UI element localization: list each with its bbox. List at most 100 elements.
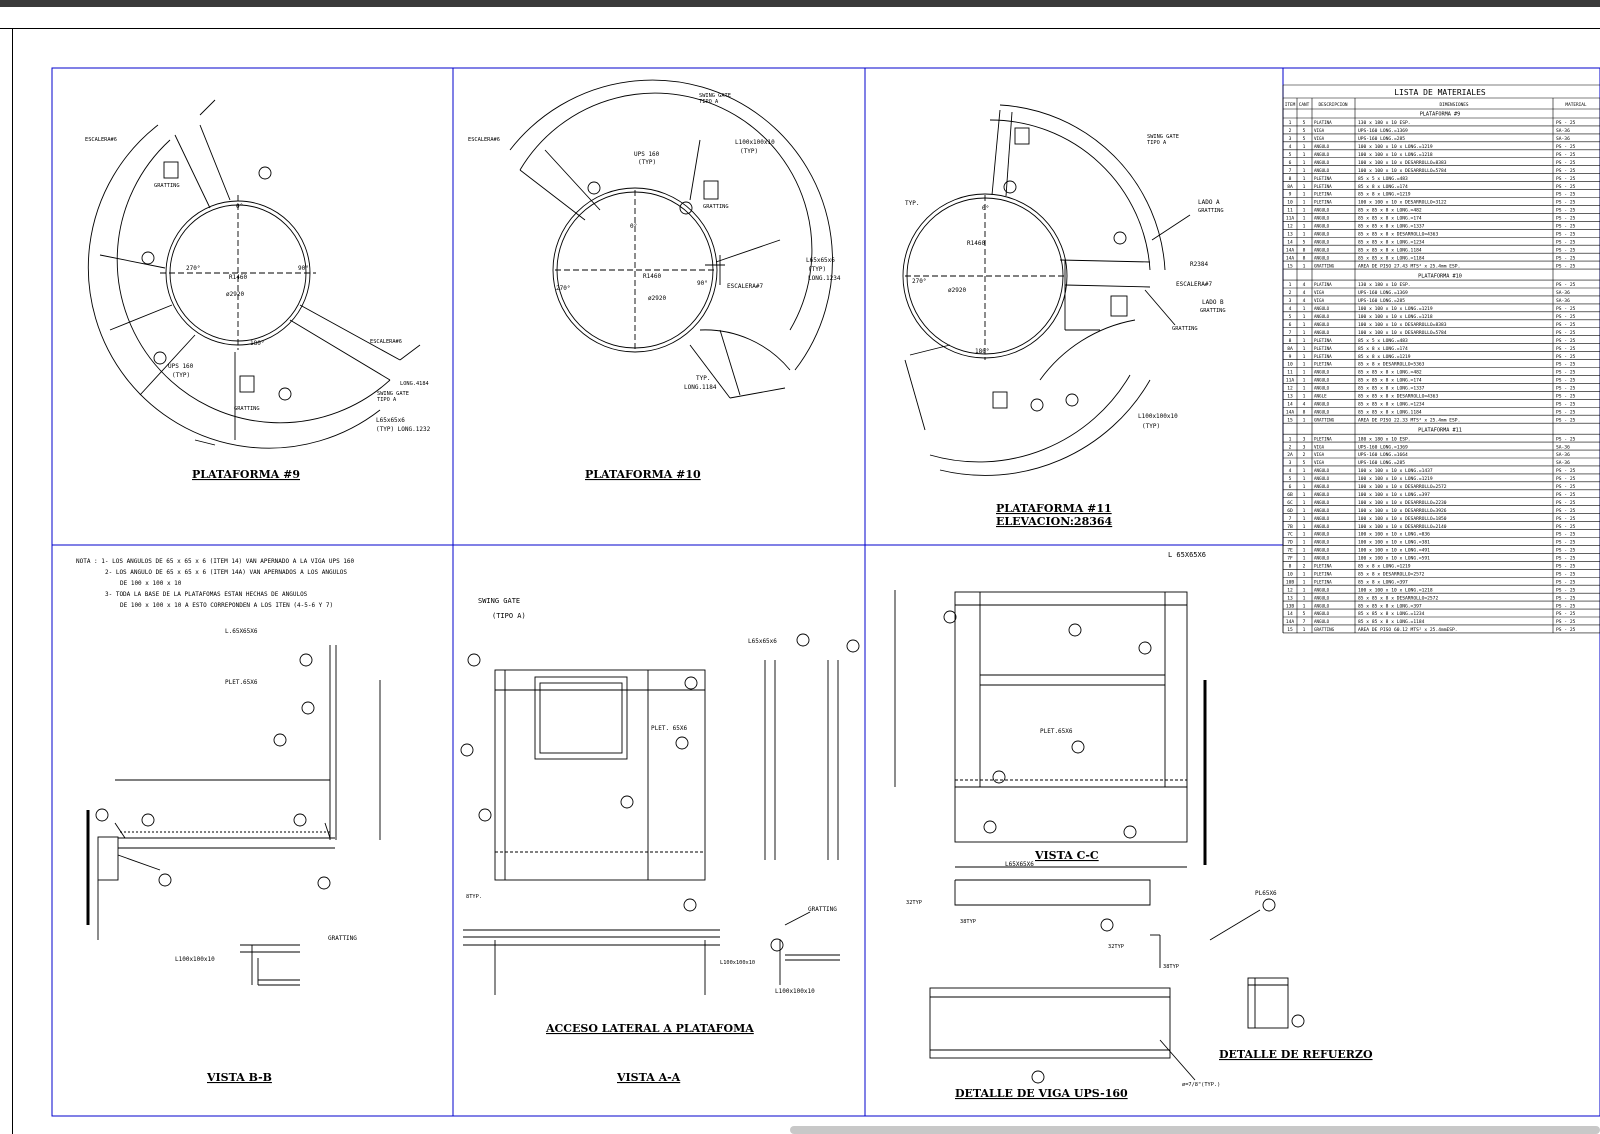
bom-cell-material: PS - 25: [1556, 192, 1576, 198]
bom-cell-item: 10: [1287, 200, 1293, 206]
bom-cell-material: PS - 25: [1556, 152, 1576, 158]
bom-cell-dim: 85 x 8 x LONG.=1219: [1358, 192, 1411, 198]
bom-cell-material: PS - 25: [1556, 176, 1576, 182]
bom-cell-item: 11A: [1286, 378, 1295, 384]
view-detalle-viga: [929, 879, 1196, 1084]
bom-cell-cant: 8: [1303, 409, 1306, 415]
bom-header-dim: DIMENSIONES: [1439, 102, 1468, 108]
cc-l65-label: L 65X65X6: [1168, 551, 1206, 559]
bom-cell-material: PS - 25: [1556, 401, 1576, 407]
canvas-left-border: [12, 28, 13, 1134]
view-vista-cc: [894, 590, 1207, 868]
bom-cell-dim: 85 x 85 x 8 x LONG.=1234: [1358, 239, 1425, 245]
bom-cell-desc: ANGULO: [1314, 330, 1330, 335]
bom-cell-dim: 100 x 100 x 10 x LONG.=836: [1358, 532, 1430, 538]
bom-cell-material: PS - 25: [1556, 255, 1576, 261]
vaa-title: VISTA A-A: [616, 1071, 681, 1084]
bom-cell-cant: 2: [1303, 452, 1306, 458]
bom-cell-dim: 85 x 85 x 8 x LONG.=1337: [1358, 224, 1425, 230]
bom-cell-dim: AREA DE PISO 27.43 MTS² x 25.4mm ESP.: [1358, 263, 1460, 269]
bom-cell-item: 2: [1289, 128, 1292, 134]
bom-cell-item: 11: [1287, 208, 1293, 214]
bom-cell-dim: 85 x 8 x LONG.=397: [1358, 579, 1408, 585]
bom-cell-dim: 85 x 5 x LONG.=483: [1358, 338, 1408, 344]
bom-cell-desc: PLETINA: [1314, 184, 1332, 189]
bom-cell-item: 8: [1289, 564, 1292, 570]
bom-cell-item: 8: [1289, 176, 1292, 182]
bom-cell-material: PS - 25: [1556, 611, 1576, 617]
p11-escalera-label: ESCALERA#7: [1176, 281, 1213, 288]
bom-cell-cant: 5: [1303, 128, 1306, 134]
bom-header-item: ITEM: [1285, 102, 1296, 108]
bom-cell-desc: VIGA: [1314, 136, 1325, 141]
p10-grating-label: GRATTING: [703, 204, 729, 210]
bom-cell-cant: 1: [1303, 468, 1306, 474]
bom-cell-desc: ANGULO: [1314, 595, 1330, 600]
bom-cell-item: 10B: [1286, 579, 1295, 585]
bom-cell-dim: 100 x 100 x 10 x DESARROLLO=5784: [1358, 330, 1447, 336]
bom-cell-item: 2: [1289, 290, 1292, 296]
bom-cell-dim: 100 x 100 x 10 x LONG.=491: [1358, 548, 1430, 554]
bom-cell-desc: ANGLE: [1314, 394, 1327, 399]
bom-cell-dim: AREA DE PISO 22.33 MTS² x 25.4mm ESP.: [1358, 417, 1460, 423]
bom-cell-material: PS - 25: [1556, 120, 1576, 126]
bom-cell-desc: ANGULO: [1314, 401, 1330, 406]
p10-escalera-label: ESCALERA#6: [468, 137, 500, 143]
bom-cell-dim: 85 x 8 x DESARROLLO=5363: [1358, 362, 1425, 368]
aa-grating-label: GRATTING: [808, 906, 837, 913]
bom-cell-material: PS - 25: [1556, 184, 1576, 190]
bom-cell-item: 13B: [1286, 603, 1295, 609]
bom-cell-dim: 100 x 100 x 10 x DESARROLLO=3926: [1358, 508, 1447, 514]
bom-cell-material: PS - 25: [1556, 516, 1576, 522]
p9-l65b-label: (TYP) LONG.1232: [376, 426, 431, 433]
bom-cell-desc: ANGULO: [1314, 492, 1330, 497]
bom-cell-material: PS - 25: [1556, 627, 1576, 633]
p10-l65-label: L65x65x6: [806, 257, 835, 264]
bom-cell-cant: 1: [1303, 508, 1306, 514]
bom-cell-desc: ANGULO: [1314, 548, 1330, 553]
bom-cell-dim: 85 x 85 x 8 x LONG.=1337: [1358, 386, 1425, 392]
bom-cell-cant: 1: [1303, 516, 1306, 522]
bom-cell-item: 7D: [1287, 540, 1293, 546]
notes-block: NOTA : 1- LOS ANGULOS DE 65 x 65 x 6 (IT…: [76, 558, 355, 609]
bom-cell-cant: 5: [1303, 239, 1306, 245]
bom-cell-item: 12: [1287, 587, 1293, 593]
bom-title: LISTA DE MATERIALES: [1394, 88, 1486, 97]
bom-cell-desc: ANGULO: [1314, 255, 1330, 260]
bom-cell-item: 12: [1287, 224, 1293, 230]
bom-cell-desc: GRATTING: [1314, 627, 1335, 632]
bom-cell-material: PS - 25: [1556, 386, 1576, 392]
p10-long-label: LONG.1234: [808, 275, 841, 282]
bom-cell-material: PS - 25: [1556, 378, 1576, 384]
bom-cell-item: 15: [1287, 263, 1293, 269]
bom-cell-dim: UPS-160 LONG.=1664: [1358, 452, 1408, 458]
bom-cell-cant: 1: [1303, 587, 1306, 593]
bom-cell-desc: ANGULO: [1314, 208, 1330, 213]
ref-pl-label: PL65X6: [1255, 890, 1277, 897]
bom-cell-desc: ANGULO: [1314, 216, 1330, 221]
p11-grating3-label: GRATTING: [1172, 326, 1198, 332]
bom-cell-desc: ANGULO: [1314, 508, 1330, 513]
p9-escalera-label: ESCALERA#6: [85, 137, 117, 143]
bom-cell-dim: 85 x 85 x 8 x DESARROLLO=4363: [1358, 231, 1438, 237]
bom-cell-desc: VIGA: [1314, 290, 1325, 295]
bom-cell-cant: 1: [1303, 500, 1306, 506]
bom-cell-item: 5: [1289, 152, 1292, 158]
bom-cell-material: SA-36: [1556, 452, 1570, 458]
aa-8typ-label: 8TYP.: [466, 894, 482, 900]
horizontal-scrollbar[interactable]: [790, 1126, 1600, 1134]
aa-swing-label: SWING GATE: [478, 597, 520, 605]
viga-38typb-label: 38TYP: [1163, 964, 1179, 970]
bom-cell-cant: 1: [1303, 306, 1306, 312]
bom-cell-item: 1: [1289, 282, 1292, 288]
bom-cell-material: PS - 25: [1556, 603, 1576, 609]
bom-cell-cant: 1: [1303, 370, 1306, 376]
p10-swing2-label: TIPO A: [699, 99, 719, 105]
bom-cell-dim: 85 x 85 x 8 x DESARROLLO=2572: [1358, 595, 1438, 601]
bom-cell-cant: 1: [1303, 176, 1306, 182]
bom-cell-material: PS - 25: [1556, 394, 1576, 400]
bom-cell-desc: ANGULO: [1314, 224, 1330, 229]
bom-cell-cant: 1: [1303, 200, 1306, 206]
view-plataforma-10: [509, 79, 833, 399]
